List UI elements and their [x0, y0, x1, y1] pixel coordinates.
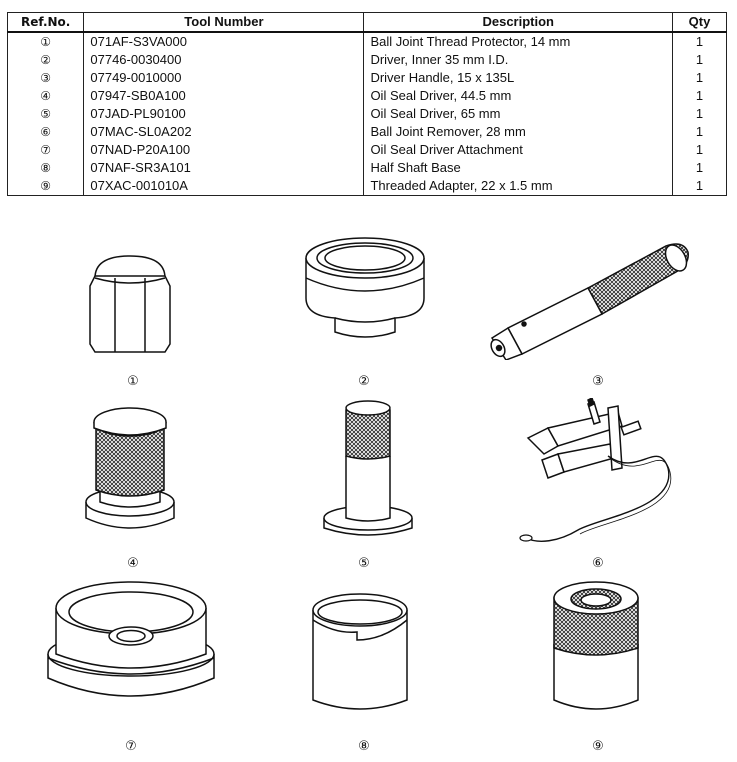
figure-oil-seal-driver-attachment	[42, 578, 220, 718]
cell-qty: 1	[672, 69, 727, 87]
cell-description: Ball Joint Remover, 28 mm	[363, 123, 674, 141]
figure-label-6: ⑥	[592, 556, 604, 571]
cell-tool-number: 07MAC-SL0A202	[83, 123, 365, 141]
cell-ref: ②	[6, 51, 85, 69]
cell-description: Driver Handle, 15 x 135L	[363, 69, 674, 87]
figure-label-8: ⑧	[358, 739, 370, 754]
oil-seal-driver-attachment-drawing	[47, 581, 215, 697]
cell-ref: ③	[6, 69, 85, 87]
cell-ref: ⑤	[6, 105, 85, 123]
cell-description: Oil Seal Driver Attachment	[363, 141, 674, 159]
ball-joint-remover-drawing	[519, 398, 672, 542]
cell-tool-number: 07XAC-001010A	[83, 177, 365, 196]
table-header-row: Ref.No. Tool Number Description Qty	[6, 12, 727, 33]
cell-description: Ball Joint Thread Protector, 14 mm	[363, 32, 674, 51]
cell-tool-number: 07NAD-P20A100	[83, 141, 365, 159]
figure-ball-joint-remover	[518, 398, 708, 548]
cell-qty: 1	[672, 177, 727, 196]
figure-driver-inner	[300, 228, 430, 348]
header-ref-no: Ref.No.	[6, 12, 85, 33]
figure-driver-handle	[478, 220, 703, 360]
figure-label-5: ⑤	[358, 556, 370, 571]
cell-qty: 1	[672, 32, 727, 51]
cell-ref: ⑥	[6, 123, 85, 141]
figure-label-4: ④	[127, 556, 139, 571]
cell-ref: ⑧	[6, 159, 85, 177]
thread-protector-drawing	[89, 255, 171, 353]
figure-label-3: ③	[592, 374, 604, 389]
header-description: Description	[363, 12, 674, 33]
cell-qty: 1	[672, 51, 727, 69]
figure-oil-seal-driver-65	[318, 396, 418, 542]
figure-half-shaft-base	[305, 588, 415, 718]
figure-oil-seal-driver-44	[80, 400, 180, 538]
cell-tool-number: 07746-0030400	[83, 51, 365, 69]
figure-threaded-adapter	[546, 574, 646, 718]
cell-ref: ⑦	[6, 141, 85, 159]
oil-seal-driver-65-drawing	[323, 400, 413, 536]
figure-label-7: ⑦	[125, 739, 137, 754]
oil-seal-driver-44-drawing	[85, 407, 175, 529]
cell-description: Oil Seal Driver, 65 mm	[363, 105, 674, 123]
half-shaft-base-drawing	[312, 593, 408, 710]
cell-qty: 1	[672, 123, 727, 141]
cell-tool-number: 07JAD-PL90100	[83, 105, 365, 123]
figure-label-9: ⑨	[592, 739, 604, 754]
driver-inner-drawing	[305, 237, 425, 338]
header-qty: Qty	[672, 12, 727, 33]
cell-ref: ①	[6, 32, 85, 51]
header-tool-number: Tool Number	[83, 12, 365, 33]
cell-tool-number: 07947-SB0A100	[83, 87, 365, 105]
cell-description: Oil Seal Driver, 44.5 mm	[363, 87, 674, 105]
cell-tool-number: 07749-0010000	[83, 69, 365, 87]
cell-qty: 1	[672, 105, 727, 123]
cell-tool-number: 071AF-S3VA000	[83, 32, 365, 51]
cell-ref: ⑨	[6, 177, 85, 196]
threaded-adapter-drawing	[553, 581, 639, 710]
cell-description: Driver, Inner 35 mm I.D.	[363, 51, 674, 69]
cell-qty: 1	[672, 159, 727, 177]
driver-handle-drawing	[490, 243, 689, 360]
figure-label-2: ②	[358, 374, 370, 389]
cell-tool-number: 07NAF-SR3A101	[83, 159, 365, 177]
cell-qty: 1	[672, 87, 727, 105]
figure-thread-protector	[80, 248, 180, 358]
cell-description: Threaded Adapter, 22 x 1.5 mm	[363, 177, 674, 196]
cell-qty: 1	[672, 141, 727, 159]
figure-label-1: ①	[127, 374, 139, 389]
cell-description: Half Shaft Base	[363, 159, 674, 177]
cell-ref: ④	[6, 87, 85, 105]
